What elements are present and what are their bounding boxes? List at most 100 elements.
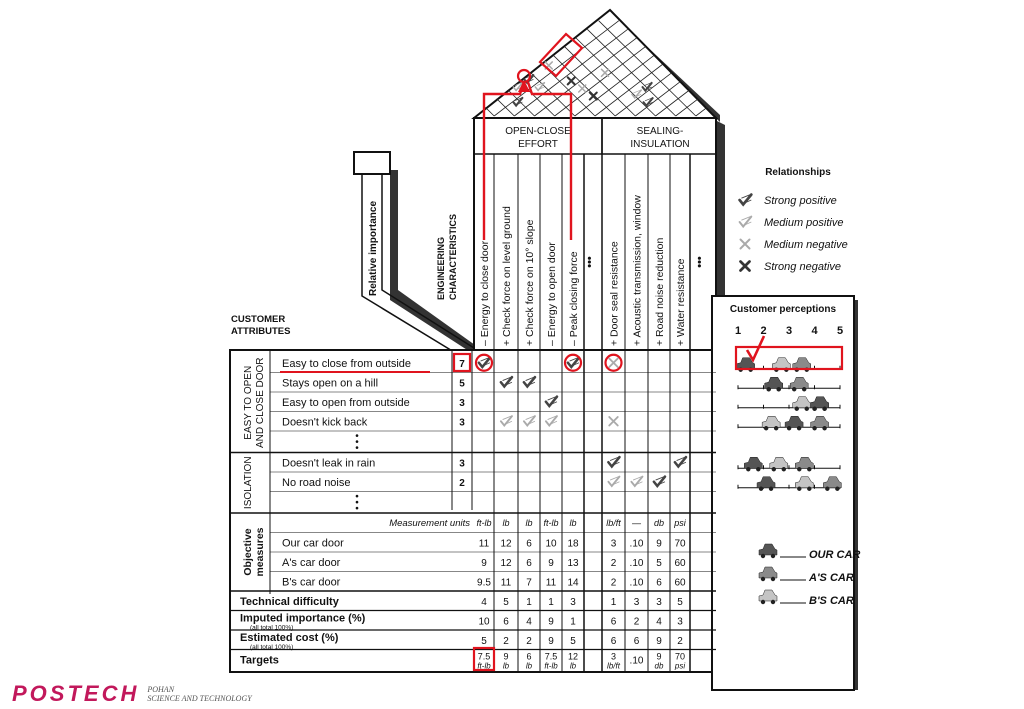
objective-value: 9 — [481, 558, 487, 569]
roof-lattice-line — [614, 72, 673, 117]
pipe-shadow — [390, 170, 475, 355]
brand-footer: POSTECH POHAN SCIENCE AND TECHNOLOGY — [12, 683, 252, 705]
engineering-heading: ENGINEERING — [436, 237, 446, 300]
legend-sp-icon — [738, 193, 753, 207]
target-value: 7.5 — [478, 651, 491, 661]
relationships-heading: Relationships — [765, 167, 831, 178]
unit-cell: lb/ft — [606, 518, 621, 528]
roof-lattice-line — [575, 37, 656, 117]
ec-column-5: – Peak closing force — [568, 251, 580, 346]
objective-value: .10 — [630, 577, 644, 588]
bottom-value: 9 — [548, 636, 554, 647]
bottom-value: 4 — [481, 597, 487, 608]
ec-column-2: + Check force on level ground — [501, 206, 513, 346]
bottom-row-label: Targets — [240, 654, 279, 666]
objective-label-2: measures — [254, 527, 266, 576]
engineering-area — [473, 117, 717, 351]
objective-value: 6 — [656, 577, 662, 588]
bottom-value: 6 — [611, 616, 617, 627]
ec-column-6: + Door seal resistance — [609, 241, 621, 346]
bottom-value: 5 — [677, 597, 683, 608]
objective-value: .10 — [630, 558, 644, 569]
bottom-value: 3 — [677, 616, 683, 627]
roof-heading-sealing: SEALING- — [637, 126, 684, 137]
relationship-sp-icon — [544, 395, 559, 409]
customer-attribute-label: Easy to close from outside — [282, 358, 411, 370]
roof-highlight-box — [538, 32, 584, 78]
perception-row — [737, 416, 841, 431]
target-value: 9 — [503, 651, 508, 661]
ec-column-4: – Energy to open door — [546, 242, 558, 346]
roof-correlation-mn-icon — [577, 84, 587, 93]
customer-attributes-heading-2: ATTRIBUTES — [231, 326, 290, 337]
relationship-mn-icon — [608, 416, 619, 427]
objective-value: 9 — [656, 538, 662, 549]
relationship-sp-icon — [499, 375, 514, 389]
bottom-value: 4 — [526, 616, 532, 627]
roof-correlation-sn-icon — [566, 76, 576, 86]
relative-importance-heading: Relative importance — [368, 201, 379, 296]
unit-cell: lb — [525, 518, 532, 528]
row-ellipsis: • — [355, 443, 359, 454]
target-value: 6 — [526, 651, 531, 661]
ec-label: + Check force on 10° slope — [524, 219, 536, 346]
brand-sub-line1: POHAN — [147, 685, 175, 694]
ec-ellipsis: ••• — [584, 256, 596, 268]
objective-label: Objective — [242, 528, 254, 575]
target-value: 7.5 — [545, 651, 558, 661]
objective-value: 60 — [674, 558, 686, 569]
bottom-value: 4 — [656, 616, 662, 627]
bottom-value: 6 — [634, 636, 640, 647]
a-car-marker — [823, 476, 842, 491]
brand-sub-line2: SCIENCE AND TECHNOLOGY — [147, 694, 252, 703]
ec-column-1: – Energy to close door — [479, 240, 491, 346]
car-legend-label: A'S CAR — [808, 572, 854, 584]
relationship-mp-icon — [522, 415, 536, 427]
roof-lattice-line — [485, 107, 495, 117]
objective-value: 12 — [500, 538, 512, 549]
importance-value: 3 — [459, 458, 465, 469]
relationship-sp-icon — [607, 455, 621, 469]
car-legend-label: B'S CAR — [809, 595, 854, 607]
legend-sn-icon — [739, 260, 751, 272]
row-ellipsis: • — [355, 437, 359, 448]
unit-cell: db — [654, 518, 664, 528]
target-highlight — [472, 646, 496, 672]
bottom-value: 3 — [656, 597, 662, 608]
roof-heading-sealing-2: INSULATION — [630, 139, 689, 150]
objective-value: 14 — [567, 577, 579, 588]
legend-label: Strong positive — [764, 195, 837, 207]
a-car-marker — [795, 457, 814, 472]
roof-lattice-line — [496, 98, 515, 117]
objective-value: 9.5 — [477, 577, 491, 588]
roof-lattice-line — [534, 37, 637, 117]
unit-cell: — — [631, 518, 642, 528]
bottom-value: 1 — [526, 597, 532, 608]
roof-correlation-matrix — [485, 20, 708, 117]
perceptions-heading: Customer perceptions — [730, 304, 837, 315]
objective-value: .10 — [630, 538, 644, 549]
roof-correlation-mn-icon — [600, 68, 610, 78]
bottom-value: 10 — [478, 616, 490, 627]
objective-value: 10 — [545, 538, 557, 549]
ec-label: – Energy to open door — [546, 242, 558, 346]
roof-lattice-line — [598, 20, 697, 117]
target-unit: lb/ft — [607, 661, 621, 670]
our-car-marker — [810, 396, 829, 411]
bottom-value: 5 — [481, 636, 487, 647]
b-car-marker — [792, 396, 811, 411]
objective-row-label: B's car door — [282, 576, 341, 588]
target-value: 3 — [611, 651, 616, 661]
roof-correlation-mp-icon — [534, 81, 546, 92]
objective-value: 70 — [674, 538, 686, 549]
bottom-value: 6 — [503, 616, 509, 627]
objective-value: 6 — [526, 558, 532, 569]
perception-row — [737, 457, 841, 472]
scale-number: 4 — [811, 325, 818, 337]
target-value: 70 — [675, 651, 685, 661]
